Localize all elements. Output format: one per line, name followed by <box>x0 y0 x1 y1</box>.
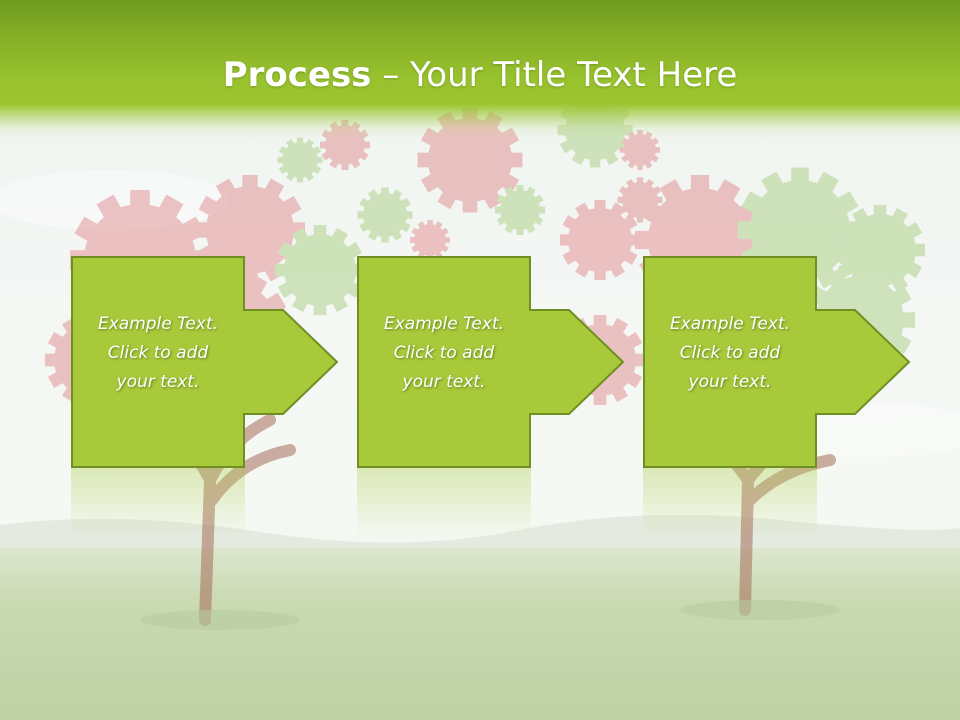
step-3-reflection <box>643 468 817 538</box>
step-text-line: Example Text. <box>97 314 219 334</box>
title-bar <box>0 0 960 140</box>
arrow-right-icon <box>643 256 911 468</box>
arrow-right-icon <box>357 256 625 468</box>
step-text-line: Example Text. <box>383 314 505 334</box>
step-text-line: Click to add <box>679 343 781 363</box>
step-text-line: your text. <box>402 372 486 392</box>
step-text-line: Click to add <box>107 343 209 363</box>
step-1-reflection <box>71 468 245 538</box>
process-step-1[interactable]: Example Text. Click to add your text. <box>71 256 341 468</box>
step-text-line: Example Text. <box>669 314 791 334</box>
step-1-text[interactable]: Example Text. Click to add your text. <box>71 310 245 397</box>
step-text-line: your text. <box>116 372 200 392</box>
slide-title[interactable]: Process – Your Title Text Here <box>0 54 960 96</box>
process-step-2[interactable]: Example Text. Click to add your text. <box>357 256 627 468</box>
step-text-line: Click to add <box>393 343 495 363</box>
title-bold-part: Process <box>222 55 372 95</box>
step-text-line: your text. <box>688 372 772 392</box>
arrow-right-icon <box>71 256 339 468</box>
process-step-3[interactable]: Example Text. Click to add your text. <box>643 256 913 468</box>
step-2-text[interactable]: Example Text. Click to add your text. <box>357 310 531 397</box>
step-3-text[interactable]: Example Text. Click to add your text. <box>643 310 817 397</box>
title-regular-part: – Your Title Text Here <box>371 55 738 95</box>
step-2-reflection <box>357 468 531 538</box>
